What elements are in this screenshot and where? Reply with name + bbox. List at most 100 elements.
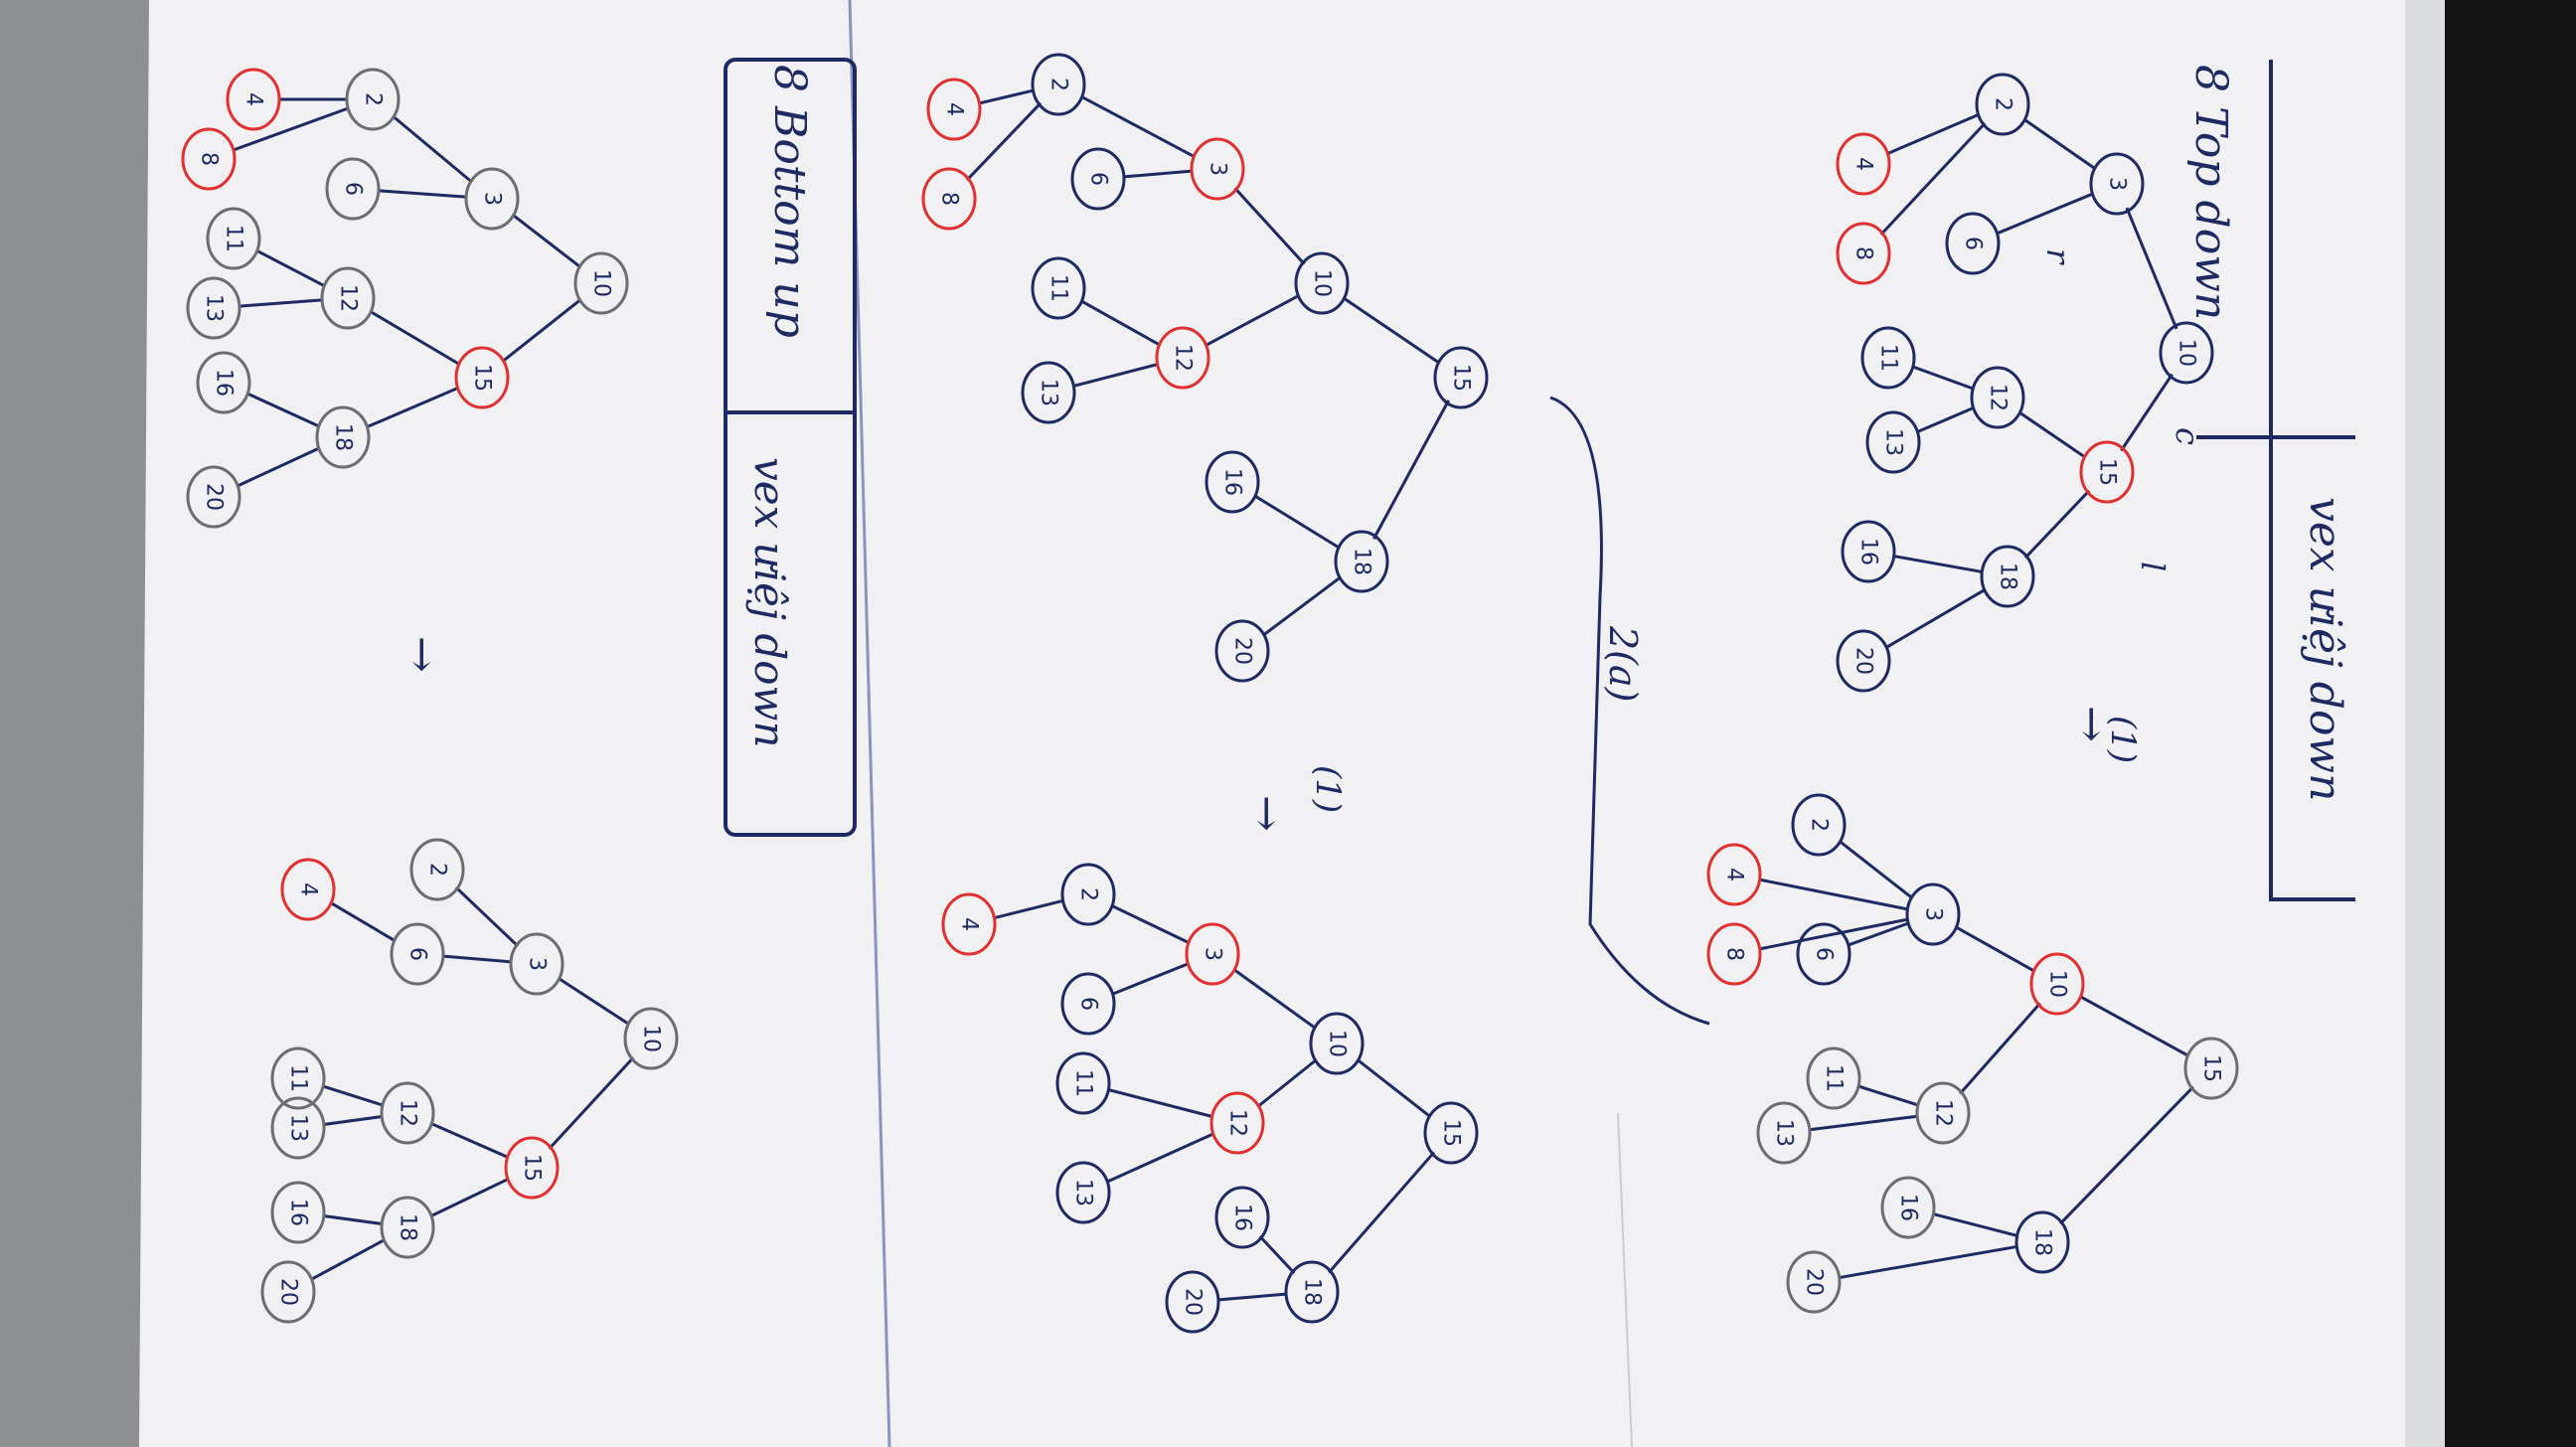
tree-edge bbox=[329, 900, 397, 943]
tree-edge bbox=[454, 885, 520, 948]
tree-node-label: 11 bbox=[222, 225, 246, 252]
tree-node-label: 15 bbox=[2095, 458, 2120, 486]
tree-node-circle bbox=[926, 78, 982, 141]
tree-node-circle bbox=[315, 405, 371, 469]
tree-node-label: 10 bbox=[1310, 269, 1335, 297]
tree-node-label: 10 bbox=[589, 269, 614, 297]
bottom-up-box bbox=[724, 58, 857, 837]
tree-node-label: 16 bbox=[1856, 538, 1881, 565]
tree-node-circle bbox=[623, 1007, 679, 1070]
tree-node-label: 11 bbox=[1822, 1064, 1847, 1092]
tree-node-label: 12 bbox=[1171, 344, 1196, 372]
tree-node-circle bbox=[1205, 450, 1260, 514]
tree-node-circle bbox=[2183, 1037, 2239, 1100]
tree-edge bbox=[1356, 1057, 1432, 1119]
tree-node-circle bbox=[1334, 530, 1389, 593]
tree-node-label: 3 bbox=[480, 192, 505, 206]
tree-node-circle bbox=[1055, 1051, 1111, 1115]
tree-node-circle bbox=[380, 1196, 435, 1259]
tree-edge bbox=[557, 976, 631, 1027]
tree-edge bbox=[310, 1238, 386, 1281]
tree-node-circle bbox=[325, 157, 381, 221]
step-2a-text: 2(a) bbox=[1601, 625, 1645, 702]
tree-edge bbox=[1847, 921, 1910, 947]
tree-node-label: 18 bbox=[331, 423, 356, 451]
tree-node-label: 4 bbox=[1852, 157, 1876, 171]
tree-node-circle bbox=[1070, 147, 1126, 211]
arrow-bottom-up: → bbox=[397, 636, 447, 673]
tree-node-circle bbox=[1786, 1250, 1842, 1314]
mark-c: c bbox=[2169, 427, 2206, 445]
tree-node-circle bbox=[1294, 251, 1350, 315]
tree-node-circle bbox=[1860, 326, 1916, 390]
tree-node-label: 16 bbox=[286, 1199, 311, 1226]
tree-edge bbox=[1261, 575, 1343, 637]
tree-node-label: 6 bbox=[341, 182, 366, 196]
tree-node-circle bbox=[206, 207, 261, 270]
tree-node-circle bbox=[409, 838, 465, 901]
tree-node-circle bbox=[270, 1046, 326, 1110]
tree-node-label: 15 bbox=[2199, 1054, 2224, 1082]
step-1a-text: (1) bbox=[2103, 716, 2143, 763]
arrow-3: → bbox=[397, 636, 447, 673]
tree-node-circle bbox=[280, 858, 336, 921]
tree-node-label: 20 bbox=[202, 483, 227, 511]
tree-node-circle bbox=[1190, 137, 1245, 201]
tree-edge bbox=[1916, 405, 1975, 434]
tree-node-circle bbox=[270, 1181, 326, 1244]
tree-edge bbox=[993, 898, 1064, 920]
section-header-vex-vej-down-2: vex ưiệj down bbox=[745, 457, 794, 748]
tree-edge bbox=[548, 1056, 635, 1150]
tree-node-label: 4 bbox=[296, 883, 321, 896]
tree-edge bbox=[232, 106, 350, 152]
tree-edge bbox=[1107, 1088, 1213, 1118]
tree-node-circle bbox=[1209, 1091, 1265, 1155]
tree-edge bbox=[511, 213, 582, 269]
tree-edge bbox=[965, 101, 1043, 182]
tree-node-circle bbox=[1055, 1161, 1111, 1224]
tree-node-label: 3 bbox=[525, 957, 550, 971]
tree-edge bbox=[1111, 962, 1190, 996]
tree-node-label: 10 bbox=[639, 1025, 664, 1052]
tree-edge bbox=[392, 114, 473, 184]
tree-node-circle bbox=[181, 127, 237, 191]
tree-node-label: 8 bbox=[1722, 947, 1747, 961]
tree-edge bbox=[1838, 839, 1914, 900]
tree-node-circle bbox=[226, 68, 281, 131]
tree-edge bbox=[430, 1122, 509, 1159]
tree-node-circle bbox=[1706, 922, 1762, 986]
tree-edge bbox=[1253, 494, 1341, 550]
tree-node-label: 2 bbox=[1046, 78, 1071, 91]
tree-edge bbox=[1256, 1058, 1318, 1108]
tree-node-label: 13 bbox=[1881, 428, 1906, 456]
tree-node-label: 11 bbox=[1046, 274, 1071, 302]
tree-node-circle bbox=[270, 1096, 326, 1160]
tree-edge bbox=[323, 1214, 383, 1225]
step-1b-text: (1) bbox=[1308, 765, 1348, 813]
tree-node-label: 13 bbox=[1037, 379, 1061, 406]
tree-node-label: 10 bbox=[2045, 970, 2070, 998]
tree-node-label: 11 bbox=[1876, 344, 1901, 372]
tree-node-circle bbox=[1836, 222, 1891, 285]
tree-node-label: 12 bbox=[1986, 384, 2011, 411]
tree-node-circle bbox=[454, 346, 510, 409]
tree-edge bbox=[978, 88, 1035, 105]
top-down-label: 8 Top down bbox=[2185, 65, 2236, 320]
tree-node-circle bbox=[1031, 53, 1086, 116]
tree-node-circle bbox=[186, 465, 242, 529]
tree-edge bbox=[2125, 207, 2178, 330]
tree-node-circle bbox=[1915, 1081, 1971, 1145]
tree-edge bbox=[1809, 1114, 1918, 1132]
tree-edge bbox=[1072, 363, 1159, 388]
section-header-top-down: 8 Top down bbox=[2185, 65, 2236, 320]
tree-edge bbox=[322, 1084, 384, 1107]
tree-node-circle bbox=[1214, 1186, 1270, 1249]
tree-node-circle bbox=[464, 167, 520, 231]
tree-node-circle bbox=[186, 276, 242, 340]
tree-edge bbox=[1759, 878, 1908, 911]
tree-node-label: 10 bbox=[1325, 1030, 1350, 1057]
tree-node-circle bbox=[1975, 73, 2030, 136]
tree-node-label: 18 bbox=[2030, 1228, 2055, 1256]
